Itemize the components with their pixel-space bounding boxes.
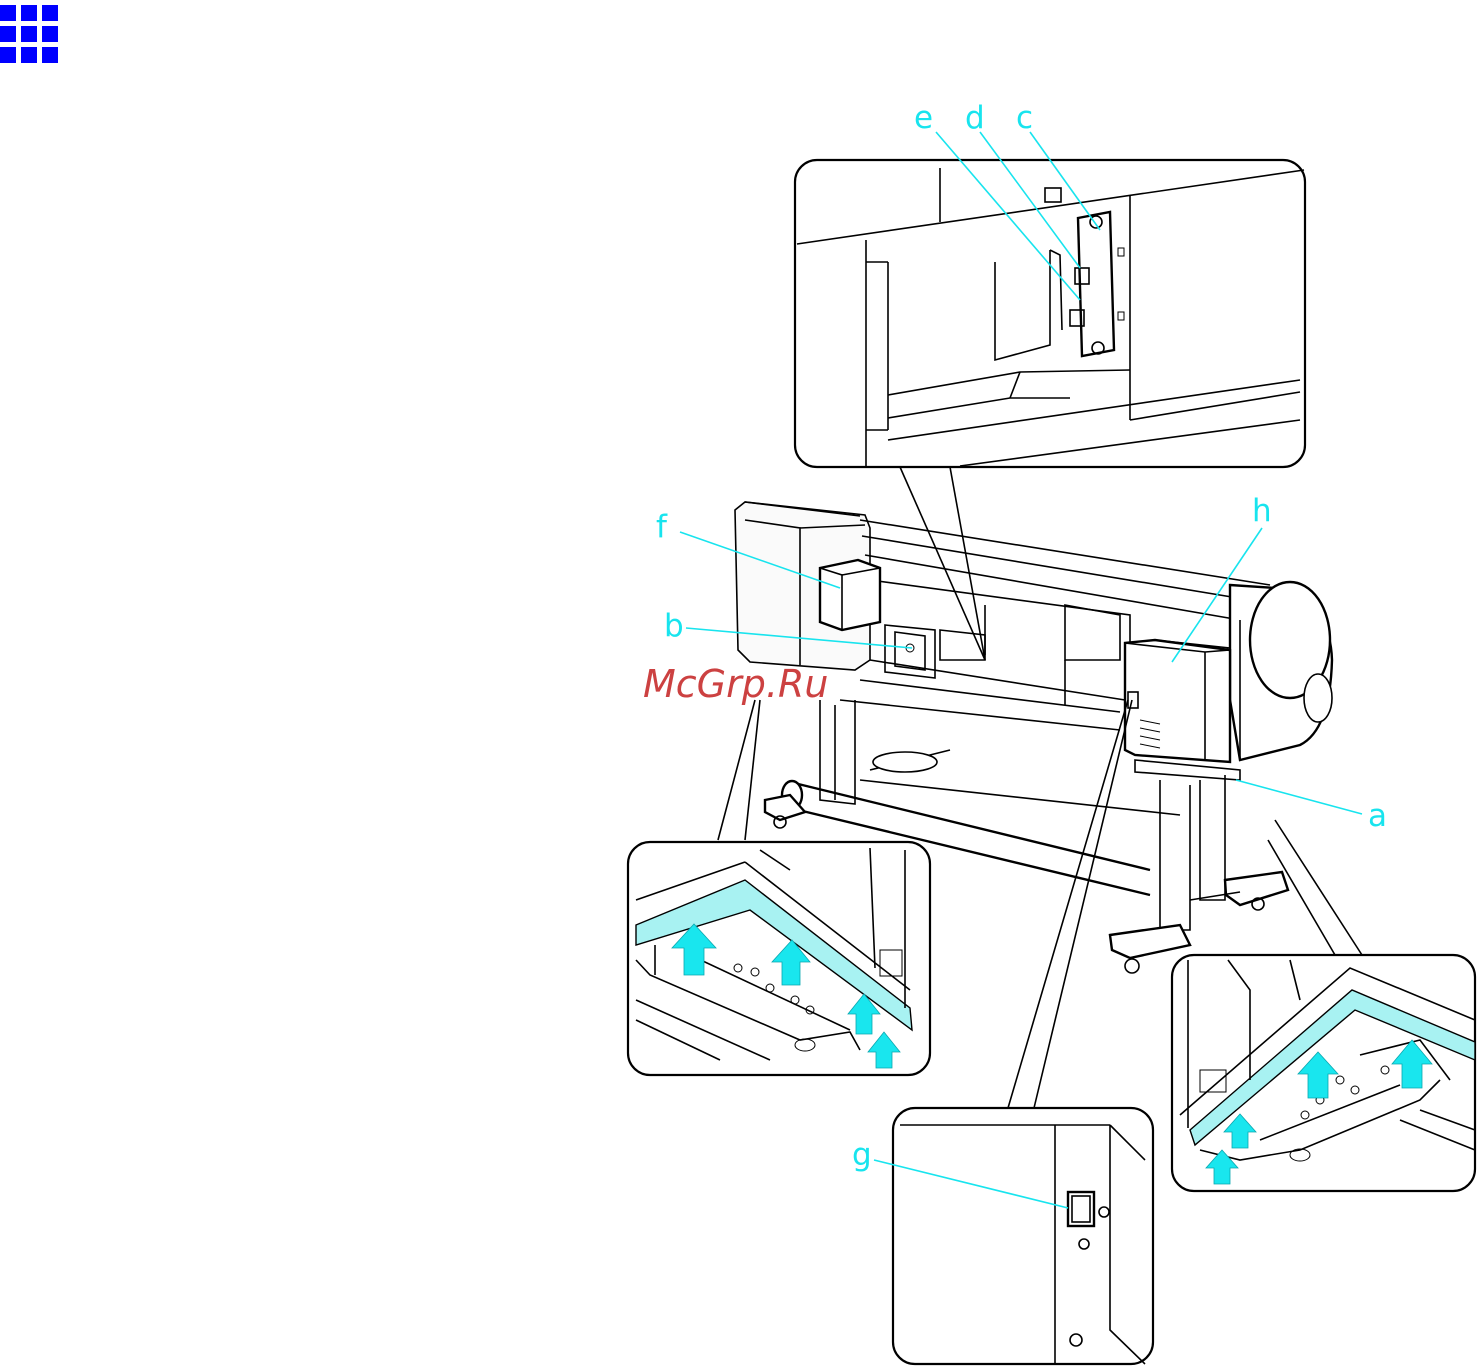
label-e: e (914, 100, 933, 136)
inset-interface-panel (795, 160, 1305, 467)
inset-right-foot (1172, 955, 1475, 1191)
inset-power-inlet (893, 1108, 1153, 1364)
watermark-text: McGrp.Ru (643, 662, 828, 706)
label-h: h (1252, 493, 1272, 529)
label-c: c (1016, 100, 1033, 136)
label-b: b (664, 608, 684, 644)
inset-left-foot (628, 842, 930, 1075)
label-d: d (965, 100, 985, 136)
label-g: g (852, 1137, 872, 1173)
label-a: a (1368, 798, 1387, 834)
label-f: f (656, 509, 668, 545)
